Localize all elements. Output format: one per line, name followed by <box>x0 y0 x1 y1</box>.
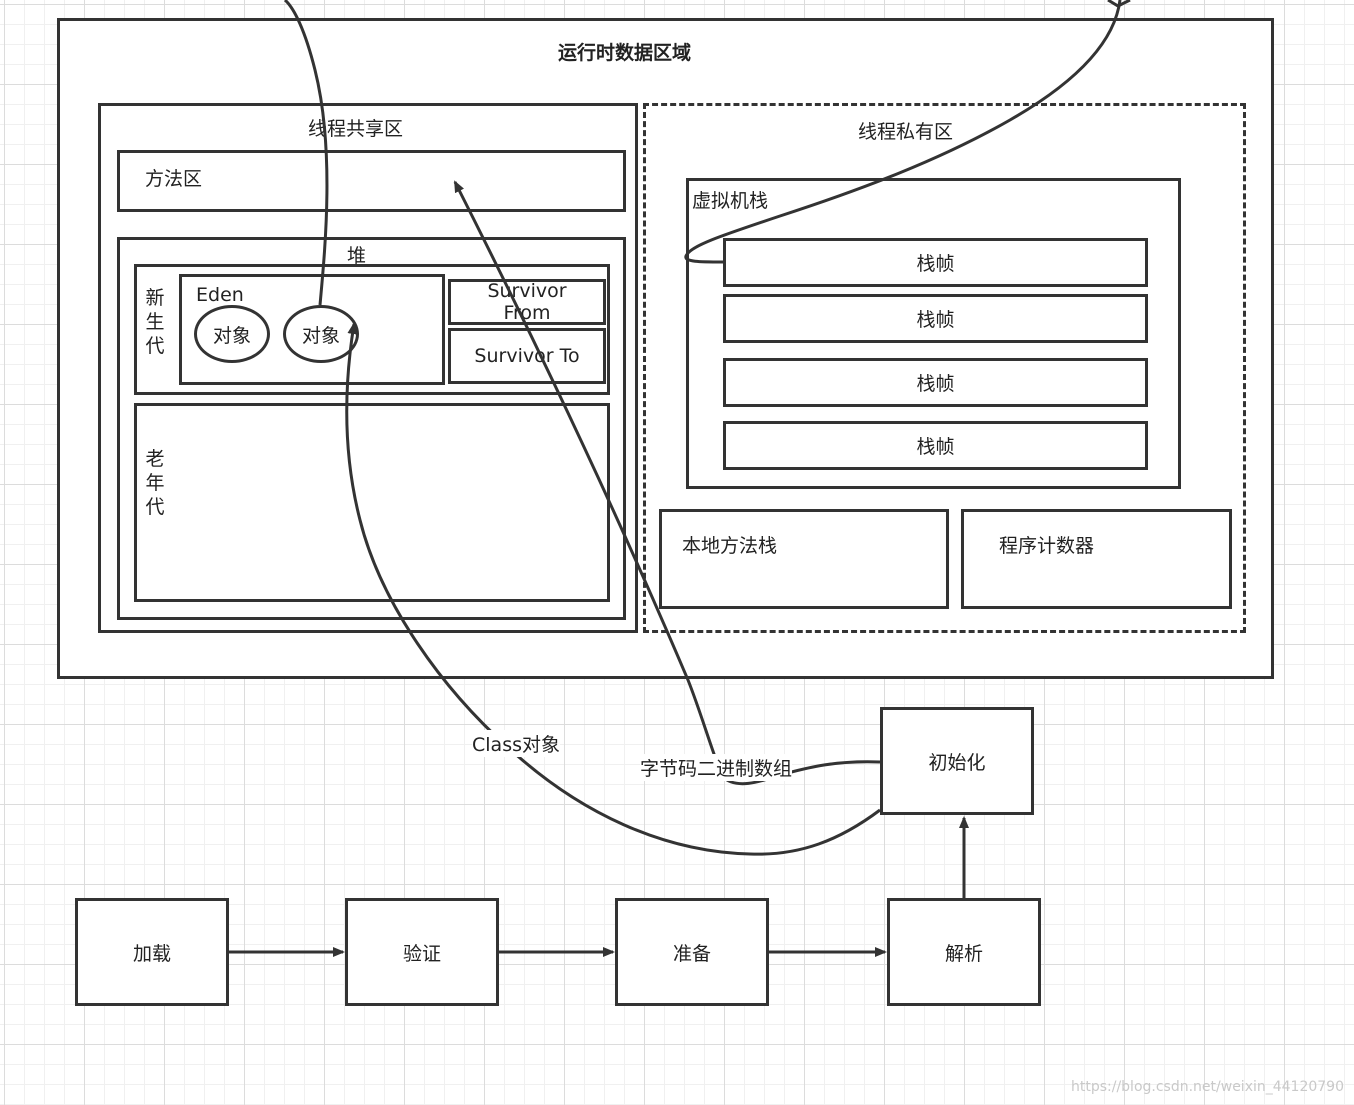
step-prepare: 准备 <box>615 898 769 1006</box>
heap-object-2: 对象 <box>283 305 359 363</box>
survivor-to: Survivor To <box>448 328 606 384</box>
native-method-stack-label: 本地方法栈 <box>682 535 778 557</box>
heap-object-1: 对象 <box>194 305 270 363</box>
stack-frame-4-label: 栈帧 <box>916 436 955 458</box>
program-counter <box>961 509 1232 609</box>
step-verify: 验证 <box>345 898 499 1006</box>
stack-frame-3-label: 栈帧 <box>916 373 955 395</box>
watermark: https://blog.csdn.net/weixin_44120790 <box>1070 1079 1344 1095</box>
eden-label: Eden <box>196 284 244 306</box>
survivor-from: Survivor From <box>448 279 606 325</box>
old-generation-label: 老年代 <box>145 448 165 518</box>
native-method-stack <box>659 509 949 609</box>
step-resolve-label: 解析 <box>944 942 983 965</box>
stack-frame-4: 栈帧 <box>723 421 1148 470</box>
heap-label: 堆 <box>347 245 367 267</box>
young-generation-label: 新生代 <box>145 287 165 357</box>
thread-shared-area-title: 线程共享区 <box>308 118 404 140</box>
step-initialize-label: 初始化 <box>928 751 986 774</box>
survivor-to-label: Survivor To <box>474 345 580 367</box>
program-counter-label: 程序计数器 <box>999 535 1095 557</box>
stack-frame-2: 栈帧 <box>723 294 1148 343</box>
stack-frame-1: 栈帧 <box>723 238 1148 287</box>
step-prepare-label: 准备 <box>672 942 711 965</box>
step-resolve: 解析 <box>887 898 1041 1006</box>
method-area-label: 方法区 <box>145 168 203 190</box>
step-verify-label: 验证 <box>402 942 441 965</box>
old-generation <box>134 403 610 602</box>
step-initialize: 初始化 <box>880 707 1034 815</box>
curve-stack-frame-tip <box>1107 0 1131 8</box>
heap-object-1-label: 对象 <box>212 324 251 347</box>
stack-frame-2-label: 栈帧 <box>916 309 955 331</box>
class-object-label: Class对象 <box>472 730 560 757</box>
survivor-from-label: Survivor From <box>487 280 567 324</box>
step-load-label: 加载 <box>132 942 171 965</box>
bytecode-array-label: 字节码二进制数组 <box>640 754 793 781</box>
stack-frame-3: 栈帧 <box>723 358 1148 407</box>
thread-private-area-title: 线程私有区 <box>858 121 954 143</box>
runtime-data-area-title: 运行时数据区域 <box>558 42 692 64</box>
step-load: 加载 <box>75 898 229 1006</box>
heap-object-2-label: 对象 <box>301 324 340 347</box>
vm-stack-label: 虚拟机栈 <box>692 190 769 212</box>
stack-frame-1-label: 栈帧 <box>916 253 955 275</box>
